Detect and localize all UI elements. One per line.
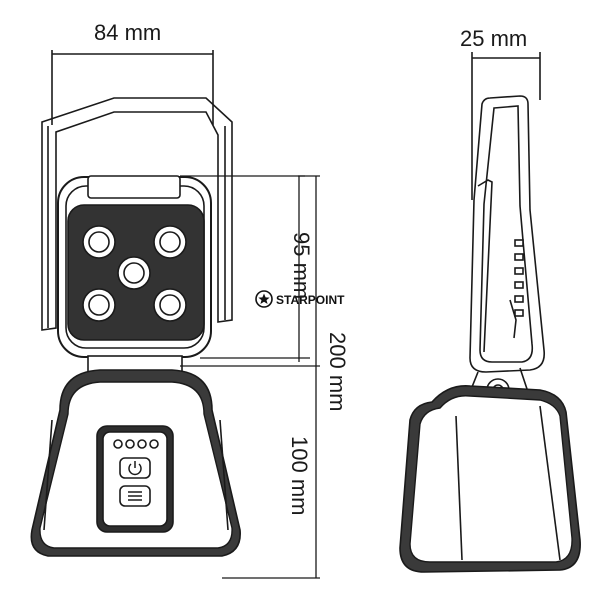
front-view [30, 50, 241, 557]
total-height-label: 200 mm [325, 332, 350, 411]
led-bottom-left [82, 288, 116, 322]
mode-button[interactable] [119, 485, 151, 507]
side-view [399, 52, 581, 573]
depth-dimension-label: 25 mm [460, 26, 527, 51]
side-lamp-head [469, 95, 546, 373]
power-icon [128, 461, 142, 476]
led-top-right [153, 225, 187, 259]
top-hatch [87, 175, 181, 199]
led-cluster [82, 225, 187, 322]
power-button[interactable] [119, 457, 151, 479]
led-center [117, 256, 151, 290]
side-fins [514, 239, 524, 317]
led-bottom-right [153, 288, 187, 322]
brand-name: STARPOINT [276, 293, 345, 307]
menu-lines-icon [128, 491, 142, 501]
width-dimension-label: 84 mm [94, 20, 161, 45]
base-height-label: 100 mm [287, 436, 312, 515]
battery-indicator-leds [113, 439, 159, 449]
led-top-left [82, 225, 116, 259]
width-dimension-line [51, 50, 214, 125]
depth-dimension-line [471, 52, 541, 200]
brand-logo: STARPOINT [255, 290, 345, 308]
side-handle [477, 179, 493, 353]
front-handle [41, 97, 233, 331]
head-height-label: 95 mm [289, 232, 314, 299]
height-dimension-lines [180, 175, 320, 579]
